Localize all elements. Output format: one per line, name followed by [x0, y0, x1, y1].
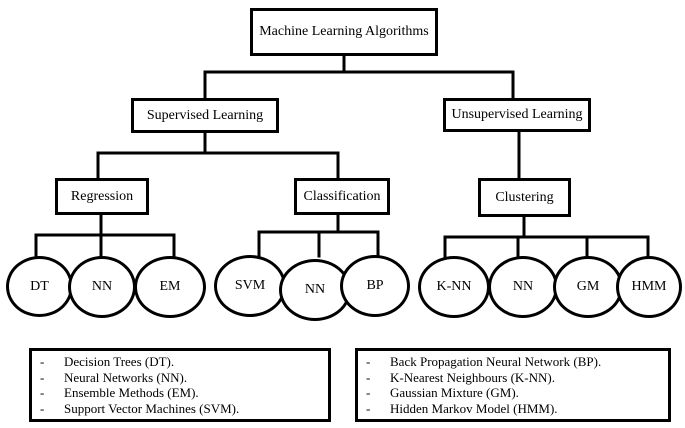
legend-bullet: -: [40, 385, 45, 400]
legend-bullet: -: [40, 369, 45, 385]
leaf-label: BP: [366, 278, 384, 293]
legend-bullet: -: [40, 354, 45, 369]
unsupervised-learning-node: Unsupervised Learning: [443, 98, 591, 132]
leaf-nn-classification: NN: [279, 259, 351, 321]
legend-text: Ensemble Methods (EM).: [64, 385, 199, 400]
classification-node: Classification: [294, 178, 390, 215]
leaf-label: NN: [512, 279, 534, 294]
leaf-label: HMM: [631, 279, 667, 294]
leaf-label: EM: [159, 279, 181, 294]
clustering-label: Clustering: [495, 189, 554, 205]
supervised-learning-label: Supervised Learning: [146, 107, 264, 123]
legend-text: Neural Networks (NN).: [64, 369, 188, 385]
legend-bullet: -: [366, 369, 371, 385]
legend-item: - Neural Networks (NN).: [40, 370, 320, 386]
root-label: Machine Learning Algorithms: [259, 24, 429, 39]
legend-bullet: -: [366, 400, 371, 416]
legend-text: Support Vector Machines (SVM).: [64, 400, 240, 416]
legend-item: - Decision Trees (DT).: [40, 354, 320, 370]
legend-text: Gaussian Mixture (GM).: [390, 385, 519, 400]
leaf-hmm: HMM: [616, 256, 682, 318]
legend-item: - Hidden Markov Model (HMM).: [366, 401, 660, 417]
leaf-label: NN: [91, 279, 113, 294]
legend-bullet: -: [366, 385, 371, 400]
leaf-svm: SVM: [214, 255, 286, 317]
root-node: Machine Learning Algorithms: [250, 8, 438, 56]
legend-item: - Back Propagation Neural Network (BP).: [366, 354, 660, 370]
legend-text: Hidden Markov Model (HMM).: [390, 400, 558, 416]
legend-right: - Back Propagation Neural Network (BP). -…: [355, 348, 671, 422]
supervised-learning-node: Supervised Learning: [131, 98, 279, 133]
legend-item: - Gaussian Mixture (GM).: [366, 385, 660, 401]
leaf-knn: K-NN: [418, 256, 490, 318]
unsupervised-learning-label: Unsupervised Learning: [451, 107, 583, 122]
leaf-dt: DT: [6, 256, 73, 317]
leaf-gm: GM: [553, 256, 623, 318]
classification-label: Classification: [303, 188, 381, 204]
leaf-bp: BP: [340, 255, 410, 317]
leaf-label: DT: [30, 278, 49, 294]
legend-text: Decision Trees (DT).: [64, 354, 175, 369]
legend-item: - Ensemble Methods (EM).: [40, 385, 320, 401]
leaf-label: SVM: [234, 278, 266, 293]
legend-item: - Support Vector Machines (SVM).: [40, 401, 320, 417]
legend-bullet: -: [40, 400, 45, 416]
leaf-nn-regression: NN: [68, 256, 136, 318]
leaf-label: K-NN: [436, 279, 472, 294]
regression-node: Regression: [55, 178, 149, 215]
legend-bullet: -: [366, 354, 371, 369]
legend-left: - Decision Trees (DT). - Neural Networks (…: [29, 348, 331, 422]
legend-item: - K-Nearest Neighbours (K-NN).: [366, 370, 660, 386]
leaf-label: GM: [576, 279, 600, 294]
leaf-nn-clustering: NN: [488, 256, 558, 318]
clustering-node: Clustering: [478, 178, 571, 217]
leaf-em: EM: [134, 256, 206, 318]
legend-text: Back Propagation Neural Network (BP).: [390, 354, 602, 369]
leaf-label: NN: [304, 282, 326, 297]
regression-label: Regression: [70, 188, 134, 204]
legend-text: K-Nearest Neighbours (K-NN).: [390, 369, 555, 385]
